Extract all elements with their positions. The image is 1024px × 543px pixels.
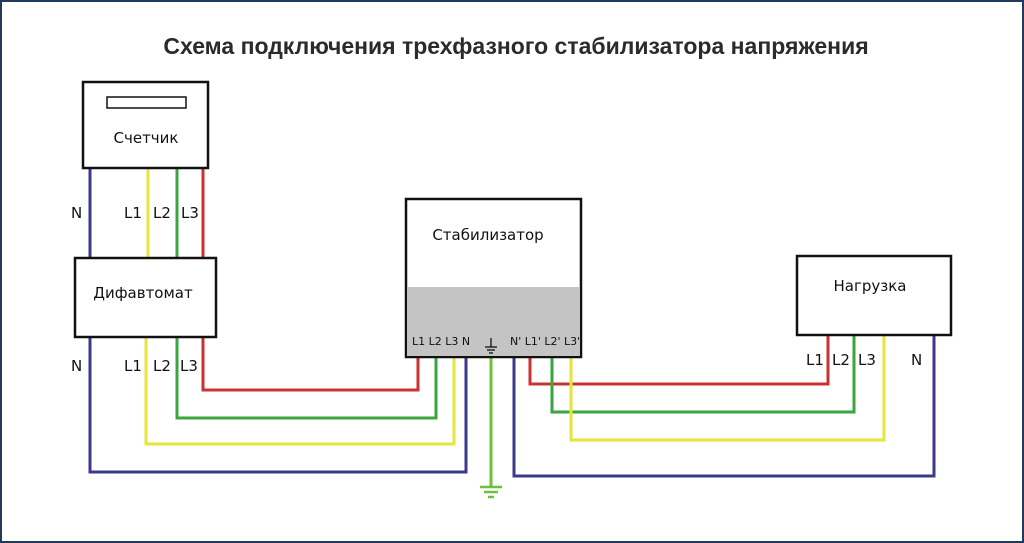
- label-l1-top: L1: [124, 204, 142, 222]
- wire-l2-stab-load: [550, 335, 856, 414]
- wire-n-rcbo-stab: [88, 337, 468, 474]
- rcbo-label: Дифавтомат: [93, 284, 193, 302]
- wire-l1-stab-load: [569, 335, 886, 442]
- label-l3-load: L3: [858, 351, 876, 369]
- meter-display: [106, 96, 187, 109]
- wire-l1-rcbo-stab: [144, 337, 456, 446]
- stabilizer-terminal-panel: [407, 287, 580, 356]
- label-l2-load: L2: [832, 351, 850, 369]
- wire-l3-stab-load: [528, 335, 830, 386]
- stabilizer-label: Стабилизатор: [432, 226, 543, 244]
- diagram-title: Схема подключения трехфазного стабилизат…: [163, 33, 868, 59]
- stabilizer-input-terminals: L1 L2 L3 N: [412, 335, 470, 348]
- meter-label: Счетчик: [114, 129, 179, 147]
- label-l2-bottom: L2: [153, 357, 171, 375]
- label-l1-bottom: L1: [124, 357, 142, 375]
- meter-box: [81, 80, 210, 170]
- wire-l3-rcbo-stab: [201, 337, 420, 392]
- wires: [88, 168, 936, 487]
- label-n-bottom: N: [71, 357, 82, 375]
- label-l3-bottom: L3: [180, 357, 198, 375]
- label-l1-load: L1: [806, 351, 824, 369]
- rcbo-box: [73, 256, 218, 339]
- load-label: Нагрузка: [834, 277, 907, 295]
- wire-l2-rcbo-stab: [175, 337, 438, 420]
- label-n-top: N: [71, 204, 82, 222]
- stabilizer-ground-icon: [485, 338, 497, 354]
- stabilizer-output-terminals: N' L1' L2' L3': [510, 335, 580, 348]
- label-n-load: N: [911, 351, 922, 369]
- ground-icon: [480, 485, 502, 499]
- load-box: [795, 254, 953, 337]
- label-l2-top: L2: [153, 204, 171, 222]
- label-l3-top: L3: [181, 204, 199, 222]
- wire-n-stab-load: [512, 335, 936, 478]
